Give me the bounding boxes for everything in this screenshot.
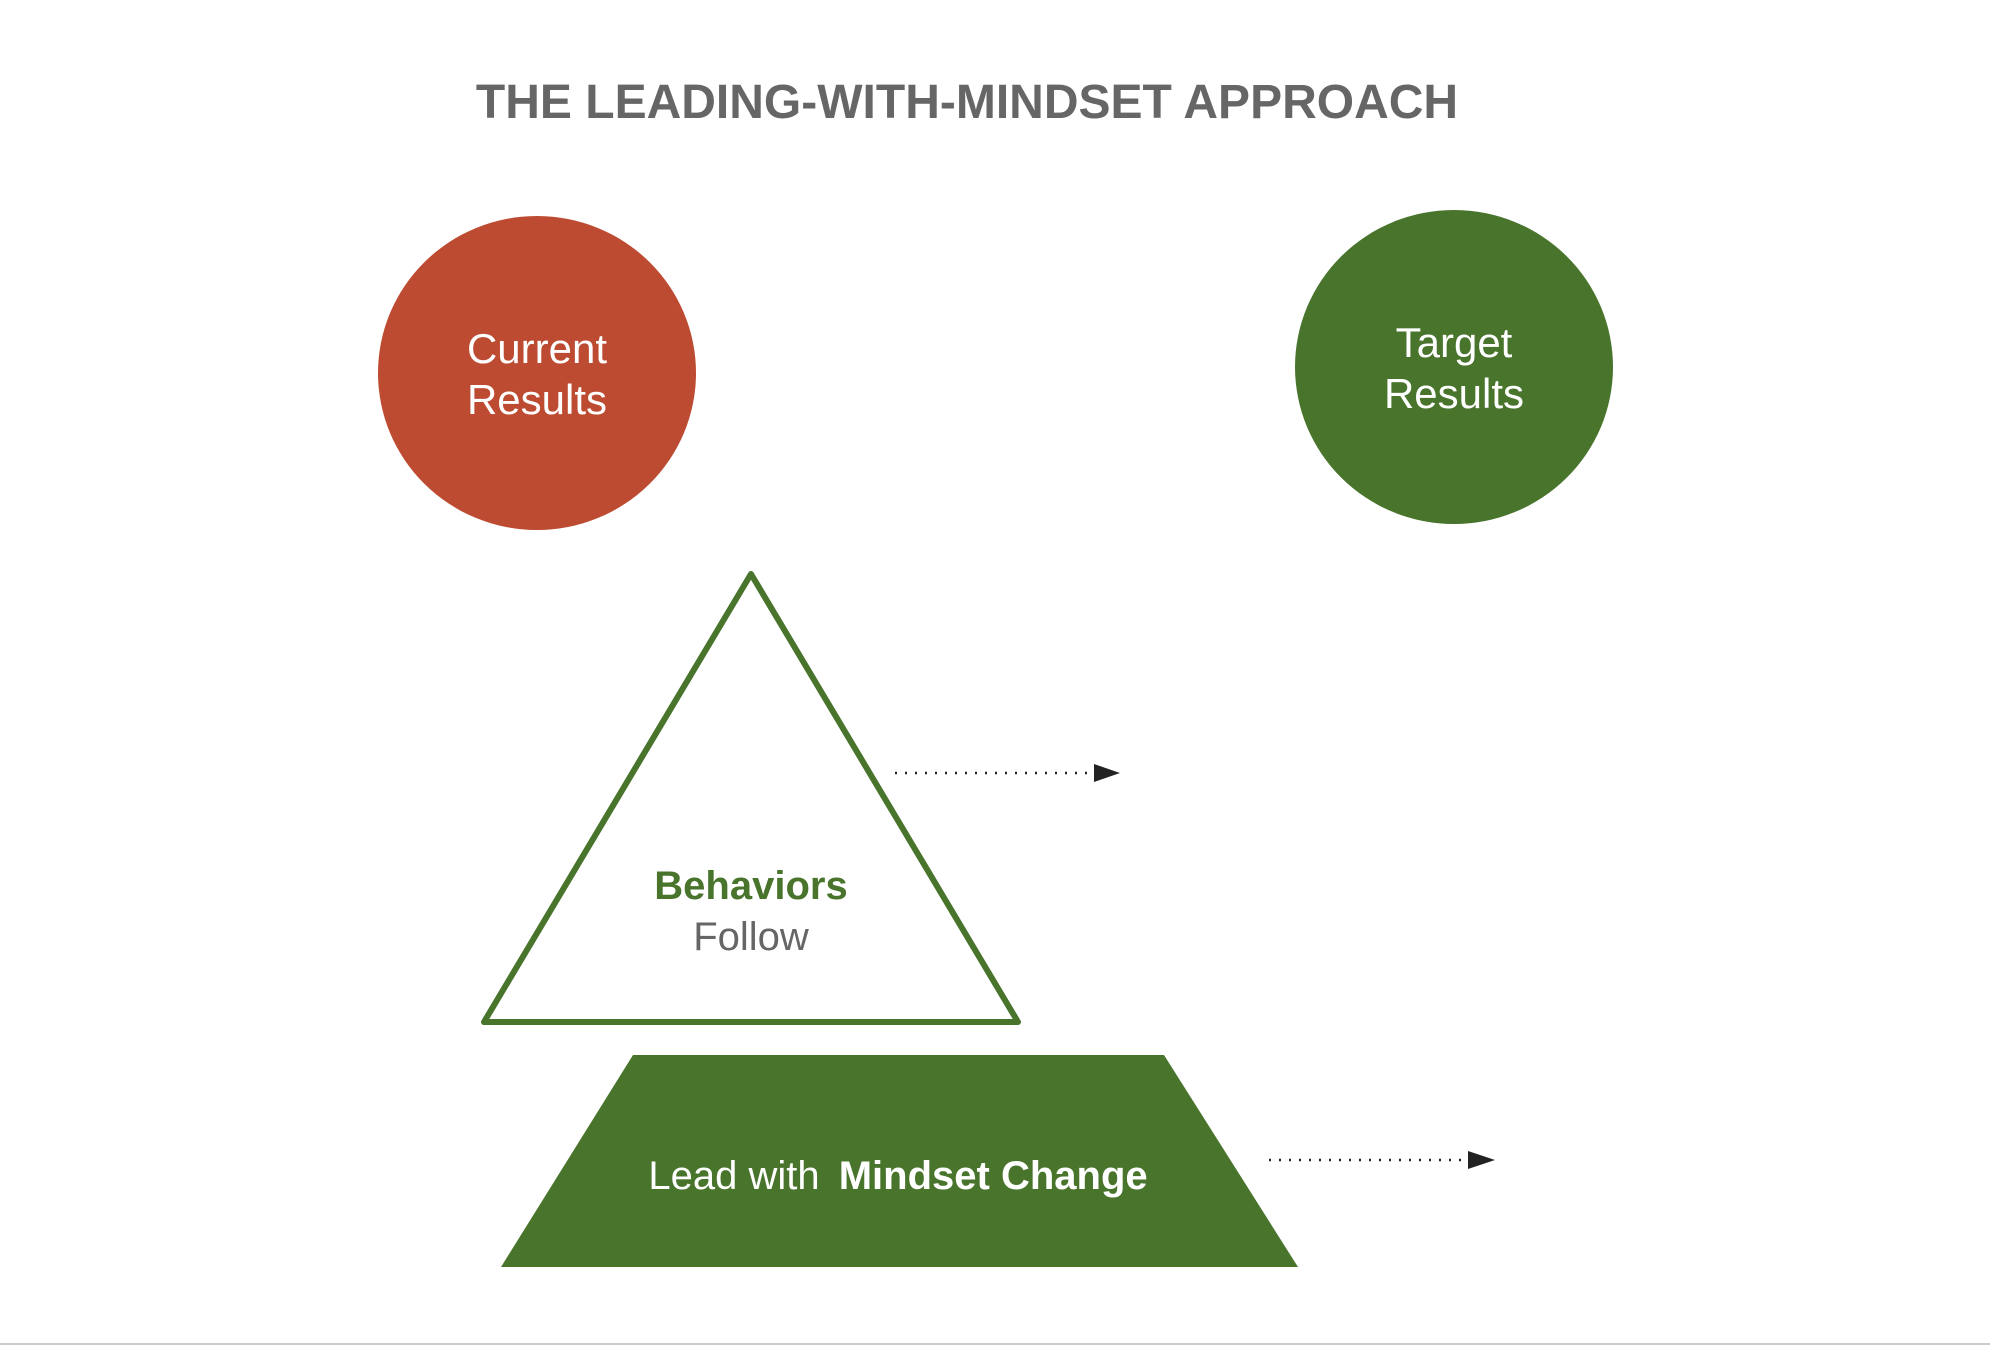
- current-results-circle: Current Results: [378, 216, 696, 530]
- mindset-change-label: Mindset Change: [839, 1154, 1148, 1198]
- behaviors-triangle: Behaviors Follow: [481, 571, 1021, 1025]
- current-results-line2: Results: [467, 376, 607, 423]
- dotted-arrow-behaviors: [895, 764, 1120, 782]
- mindset-trapezoid: Lead with Mindset Change: [501, 1055, 1298, 1267]
- arrowhead-icon: [1094, 764, 1120, 782]
- lead-with-label: Lead with: [648, 1154, 830, 1198]
- target-results-circle: Target Results: [1295, 210, 1613, 524]
- follow-label: Follow: [693, 915, 809, 959]
- target-results-line1: Target: [1396, 319, 1513, 366]
- svg-text:Lead with Mindset Change: Lead with Mindset Change: [648, 1154, 1147, 1198]
- arrowhead-icon: [1468, 1151, 1495, 1169]
- diagram-title: THE LEADING-WITH-MINDSET APPROACH: [476, 76, 1458, 129]
- current-results-line1: Current: [467, 325, 607, 372]
- dotted-arrow-mindset: [1269, 1151, 1495, 1169]
- target-results-line2: Results: [1384, 370, 1524, 417]
- behaviors-label: Behaviors: [654, 864, 847, 908]
